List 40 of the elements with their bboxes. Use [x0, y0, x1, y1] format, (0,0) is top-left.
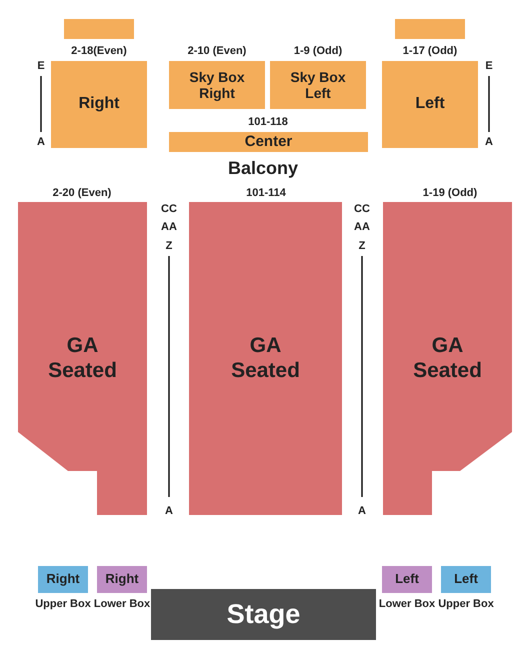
- row-letter: AA: [161, 221, 177, 233]
- box-seat: Right: [38, 566, 88, 593]
- box-caption: Lower Box: [378, 598, 436, 610]
- seat-range-label: 1-19 (Odd): [422, 187, 478, 199]
- row-letter: Z: [358, 240, 366, 252]
- seating-section: Sky Box Left: [270, 61, 366, 109]
- seat-range-label: 101-118: [248, 116, 288, 128]
- stage: Stage: [151, 589, 376, 640]
- seat-range-label: 2-10 (Even): [188, 45, 246, 57]
- seating-section: GA Seated: [383, 202, 512, 515]
- seat-range-label: 101-114: [246, 187, 286, 199]
- seat-range-label: 1-17 (Odd): [402, 45, 458, 57]
- seat-range-label: 1-9 (Odd): [294, 45, 342, 57]
- row-letter: A: [165, 505, 173, 517]
- seating-section: GA Seated: [189, 202, 342, 515]
- row-letter: AA: [354, 221, 370, 233]
- seating-section: GA Seated: [18, 202, 147, 515]
- row-letter: CC: [161, 203, 177, 215]
- box-caption: Upper Box: [438, 598, 494, 610]
- balcony-box: [64, 19, 134, 39]
- box-caption: Lower Box: [94, 598, 150, 610]
- box-seat: Right: [97, 566, 147, 593]
- row-letter: E: [485, 60, 493, 72]
- row-letter: E: [37, 60, 45, 72]
- seat-range-label: 2-20 (Even): [52, 187, 112, 199]
- row-letter: Z: [166, 240, 172, 252]
- row-letter: A: [485, 136, 493, 148]
- section-heading: Balcony: [228, 158, 298, 179]
- seating-section: Center: [169, 132, 368, 152]
- box-caption: Upper Box: [35, 598, 91, 610]
- row-letter: CC: [354, 203, 370, 215]
- seat-range-label: 2-18(Even): [71, 45, 127, 57]
- seating-section: Sky Box Right: [169, 61, 265, 109]
- seating-section: Left: [382, 61, 478, 148]
- box-seat: Left: [382, 566, 432, 593]
- balcony-box: [395, 19, 465, 39]
- seating-section: Right: [51, 61, 147, 148]
- row-letter: A: [358, 505, 366, 517]
- box-seat: Left: [441, 566, 491, 593]
- row-letter: A: [37, 136, 45, 148]
